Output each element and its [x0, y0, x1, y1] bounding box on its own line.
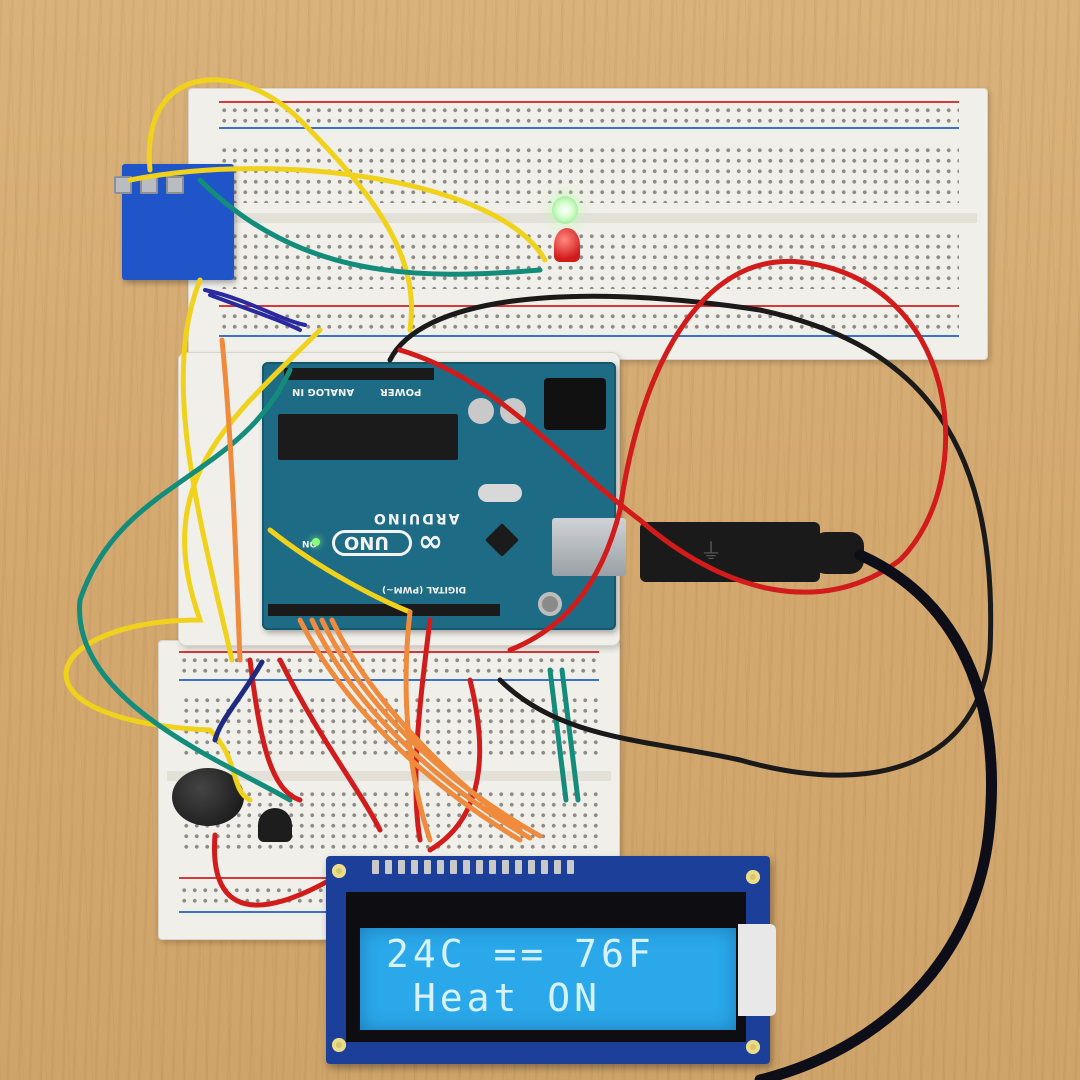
uno-logo: UNO ∞ — [332, 524, 482, 559]
lcd-line-2: Heat ON — [386, 976, 602, 1020]
green-led-icon — [552, 196, 578, 224]
atmega-chip — [278, 414, 458, 460]
lcd-screen: 24C == 76F Heat ON — [360, 928, 736, 1030]
lcd-mount-hole-br — [746, 1040, 760, 1054]
relay-terminal-screw-1 — [114, 176, 132, 194]
lcd-pin-header — [372, 860, 582, 876]
relay-terminal-screw-2 — [140, 176, 158, 194]
crystal-oscillator — [478, 484, 522, 502]
arduino-uno-board: ANALOG IN POWER ARDUINO UNO ∞ ON DIGITAL… — [262, 362, 626, 630]
teal-wire-3 — [547, 667, 581, 803]
black-wire-1 — [387, 293, 994, 778]
navy-wire-2 — [212, 659, 265, 743]
lcd-module: 24C == 76F Heat ON — [326, 856, 776, 1064]
digital-header — [268, 604, 500, 616]
usb-icon: ⏚ — [700, 540, 723, 565]
reset-button[interactable] — [538, 592, 562, 616]
capacitor-1 — [468, 398, 494, 424]
lcd-line-1: 24C == 76F — [386, 932, 655, 976]
relay-terminal-screw-3 — [166, 176, 184, 194]
potentiometer-knob[interactable] — [172, 768, 244, 826]
power-header — [284, 368, 434, 380]
usb-cable-plug — [640, 522, 820, 582]
dc-power-jack — [544, 378, 606, 430]
navy-wire-1 — [203, 288, 307, 332]
red-wire-4 — [413, 617, 483, 853]
temperature-sensor — [258, 808, 292, 842]
lcd-mount-hole-bl — [332, 1038, 346, 1052]
yellow-wire-2 — [127, 166, 548, 263]
lcd-backlight-tab — [738, 924, 776, 1016]
orange-wire-bundle — [219, 337, 543, 843]
red-wire-3 — [247, 657, 383, 833]
power-on-led-icon — [312, 538, 320, 546]
red-wire-2 — [211, 832, 333, 908]
lcd-mount-hole-tl — [332, 864, 346, 878]
lcd-mount-hole-tr — [746, 870, 760, 884]
yellow-wire-5 — [267, 527, 413, 615]
infinity-logo-icon: ∞ — [418, 524, 443, 559]
yellow-wire-4 — [63, 327, 323, 803]
yellow-wire-1 — [146, 77, 414, 333]
red-wire-1 — [397, 258, 949, 653]
teal-wire-1 — [197, 177, 543, 277]
usb-cable — [754, 549, 997, 1080]
yellow-wire-3 — [180, 277, 235, 663]
red-led-icon — [554, 228, 580, 262]
